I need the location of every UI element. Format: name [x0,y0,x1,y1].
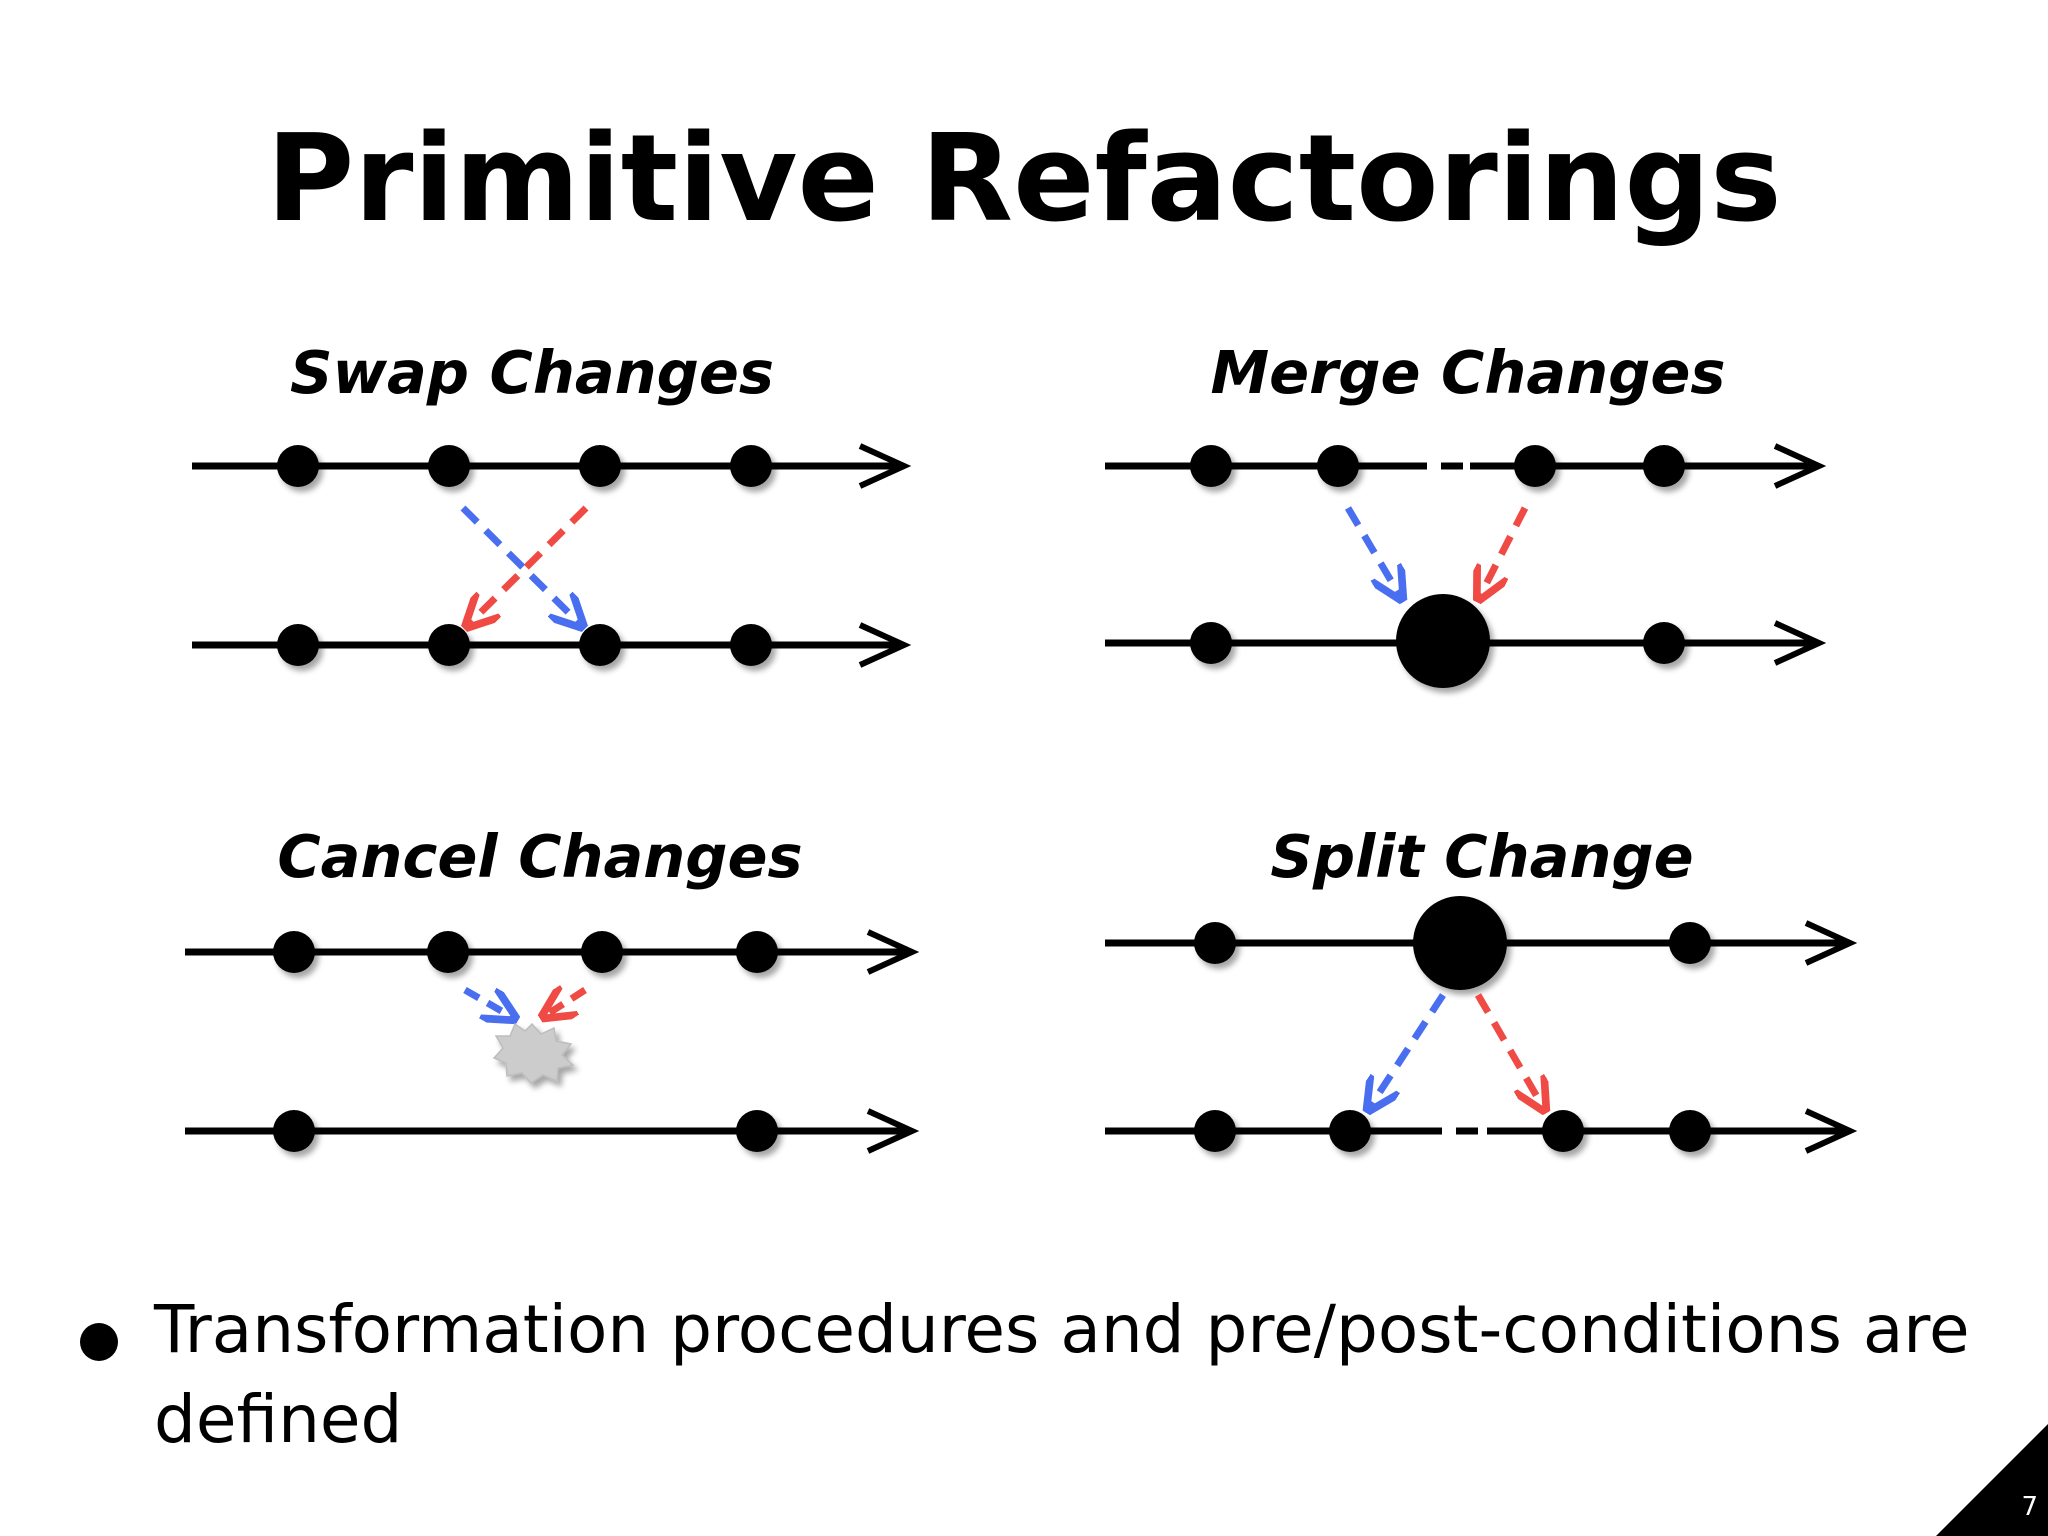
split-top-dot-2 [1669,922,1711,964]
swap-bottom-dot-3 [579,624,621,666]
swap-top-dot-1 [277,445,319,487]
bullet-icon [80,1323,118,1361]
cancel-changes-title: Cancel Changes [277,822,803,891]
merge-top-dot-1 [1190,445,1232,487]
split-bottom-dot-4 [1669,1110,1711,1152]
merge-blue-arrow [1344,506,1400,596]
cancel-bottom-dot-2 [736,1110,778,1152]
slide-title: Primitive Refactorings [266,110,1782,249]
split-change-diagram [1105,896,1858,1154]
swap-bottom-dot-4 [730,624,772,666]
cancel-changes-diagram [185,929,920,1154]
merge-bottom-dot-1 [1190,622,1232,664]
cancel-red-arrow [546,990,587,1015]
split-top-dot-1 [1194,922,1236,964]
split-bottom-dot-2 [1329,1110,1371,1152]
cancel-top-dot-1 [273,931,315,973]
swap-red-arrow [469,505,589,624]
swap-changes-title: Swap Changes [289,338,775,407]
swap-changes-diagram [192,443,912,668]
swap-bottom-dot-2 [428,624,470,666]
split-bottom-dot-3 [1542,1110,1584,1152]
split-bottom-dot-1 [1194,1110,1236,1152]
split-blue-arrow [1370,993,1446,1107]
page-number: 7 [2021,1492,2038,1522]
merge-red-arrow [1480,506,1529,596]
split-red-arrow [1474,993,1543,1107]
merge-bottom-dot-merged [1396,594,1490,688]
cancel-top-dot-4 [736,931,778,973]
swap-top-dot-4 [730,445,772,487]
bullet-item-text: Transformation procedures and pre/post-c… [154,1291,1970,1458]
page-corner-triangle [1936,1424,2048,1536]
swap-top-dot-3 [579,445,621,487]
swap-top-dot-2 [428,445,470,487]
split-top-dot-big [1413,896,1507,990]
merge-top-dot-4 [1643,445,1685,487]
cancel-blue-arrow [463,986,512,1017]
merge-bottom-dot-2 [1643,622,1685,664]
cancel-top-dot-3 [581,931,623,973]
merge-top-dot-3 [1514,445,1556,487]
swap-blue-arrow [460,505,580,624]
split-change-title: Split Change [1270,822,1694,891]
swap-bottom-dot-1 [277,624,319,666]
merge-changes-title: Merge Changes [1210,338,1726,407]
cancel-burst-icon [492,1022,575,1084]
merge-changes-diagram [1105,443,1827,688]
cancel-top-dot-2 [427,931,469,973]
merge-top-dot-2 [1317,445,1359,487]
cancel-bottom-dot-1 [273,1110,315,1152]
